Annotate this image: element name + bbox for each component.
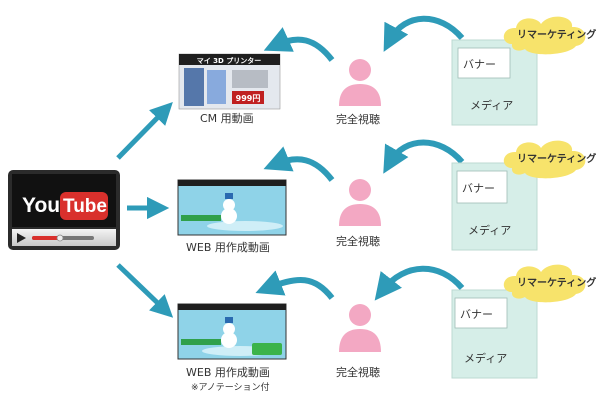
view-label: 完全視聴 [336, 113, 380, 126]
banner-label: バナー [462, 182, 495, 195]
viewer-person-icon [339, 304, 381, 352]
remarketing-label: リマーケティング [517, 30, 597, 41]
banner-label: バナー [463, 58, 496, 71]
viewer-person-icon [339, 59, 381, 106]
view-label: 完全視聴 [336, 235, 380, 248]
remarketing-cloud [503, 264, 586, 303]
remarketing-cloud [503, 140, 586, 179]
viewer-person-icon [339, 179, 381, 226]
view-label: 完全視聴 [336, 366, 380, 379]
curve-arrow-3b [255, 270, 335, 300]
media-label: メディア [468, 224, 512, 237]
cm-video-thumbnail [178, 53, 281, 110]
banner-box [457, 47, 511, 79]
arrow-to-row-1 [116, 101, 173, 160]
video-label: CM 用動画 [200, 112, 254, 125]
web-video-annotated-thumbnail [177, 303, 287, 360]
banner-box [454, 297, 508, 329]
annotation-note: ※アノテーション付 [191, 383, 270, 393]
media-label: メディア [464, 352, 508, 365]
thumb-price: 999円 [236, 94, 261, 103]
banner-label: バナー [460, 308, 493, 321]
banner-box [456, 170, 508, 204]
curve-arrow-1a [383, 15, 465, 52]
video-label: WEB 用作成動画 [186, 241, 270, 254]
remarketing-label: リマーケティング [517, 278, 597, 289]
curve-arrow-3a [374, 265, 465, 301]
remarketing-label: リマーケティング [517, 154, 597, 165]
youtube-player-icon: You Tube [8, 170, 120, 250]
curve-arrow-2a [383, 139, 465, 174]
thumb-title: マイ 3D プリンター [197, 56, 262, 65]
media-label: メディア [470, 99, 514, 112]
curve-arrow-2b [263, 146, 335, 182]
web-video-thumbnail [177, 179, 287, 236]
arrow-to-row-3 [116, 263, 174, 318]
curve-arrow-1b [263, 27, 335, 62]
svg-text:Tube: Tube [63, 196, 107, 217]
svg-text:You: You [22, 194, 60, 217]
remarketing-cloud [503, 16, 586, 55]
video-label: WEB 用作成動画 [186, 366, 270, 379]
